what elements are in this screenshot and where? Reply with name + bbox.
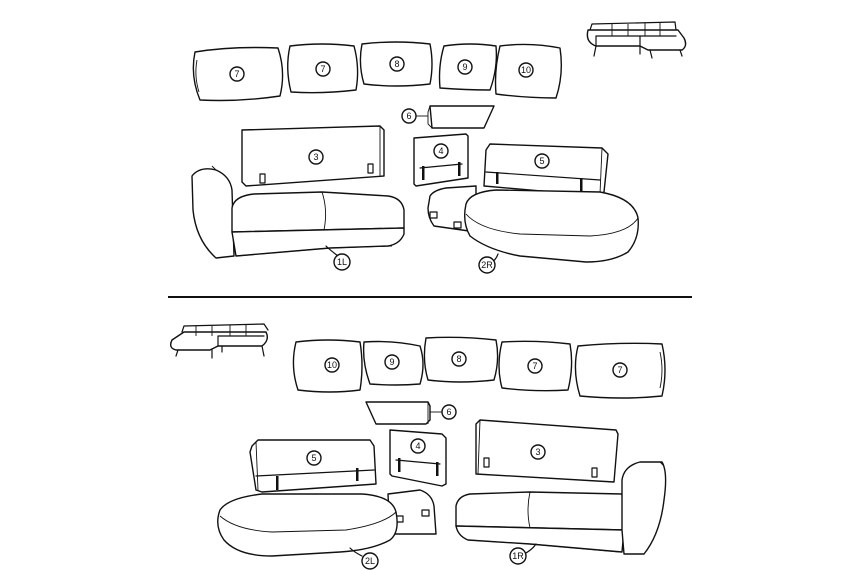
- top-cushion-7a-label: 7: [234, 69, 239, 79]
- top-back-panel-4: 4: [413, 133, 469, 187]
- bottom-configuration: 10 9 8 7 7 6: [169, 323, 667, 570]
- bottom-cushion-7a: 7: [498, 340, 573, 392]
- bottom-cushion-10-label: 10: [327, 360, 337, 370]
- bottom-arm-rest-6: 6: [365, 401, 457, 425]
- bottom-cushion-9-label: 9: [389, 357, 394, 367]
- top-cushion-8: 8: [359, 41, 433, 87]
- top-cushion-9-label: 9: [462, 62, 467, 72]
- top-thumbnail-sofa: [586, 21, 687, 59]
- top-cushion-9: 9: [438, 43, 498, 91]
- top-seat-1L-label: 1L: [337, 257, 347, 267]
- top-seat-2R-label: 2R: [481, 260, 493, 270]
- bottom-cushion-7a-label: 7: [532, 361, 537, 371]
- top-cushion-10-label: 10: [521, 65, 531, 75]
- bottom-cushion-7b: 7: [574, 342, 666, 399]
- bottom-back-panel-4-label: 4: [415, 441, 420, 451]
- bottom-cushion-9: 9: [362, 340, 424, 386]
- bottom-back-panel-3-label: 3: [535, 447, 540, 457]
- bottom-seat-2L: 2L: [217, 489, 437, 570]
- top-arm-rest-6: 6: [401, 105, 495, 129]
- top-arm-rest-6-label: 6: [406, 111, 411, 121]
- top-back-panel-4-label: 4: [438, 146, 443, 156]
- bottom-back-panel-5: 5: [249, 439, 377, 493]
- top-configuration: 7 7 8 9 10 6: [191, 21, 687, 274]
- bottom-cushion-10: 10: [292, 339, 363, 393]
- top-cushion-7a: 7: [192, 46, 284, 102]
- bottom-thumbnail-sofa: [169, 323, 269, 359]
- bottom-back-panel-4: 4: [389, 429, 447, 487]
- bottom-cushion-8-label: 8: [456, 354, 461, 364]
- bottom-back-panel-5-label: 5: [311, 453, 316, 463]
- top-seat-1L: 1L: [191, 165, 405, 271]
- top-cushion-7b: 7: [287, 43, 359, 94]
- top-cushion-7b-label: 7: [320, 64, 325, 74]
- bottom-seat-2L-label: 2L: [365, 556, 375, 566]
- bottom-arm-rest-6-label: 6: [446, 407, 451, 417]
- top-cushion-10: 10: [494, 43, 563, 99]
- bottom-cushion-7b-label: 7: [617, 365, 622, 375]
- top-back-panel-3: 3: [241, 125, 385, 187]
- bottom-seat-1R: 1R: [455, 461, 667, 565]
- top-back-panel-5-label: 5: [539, 156, 544, 166]
- top-seat-2R: 2R: [427, 185, 639, 274]
- top-cushion-8-label: 8: [394, 59, 399, 69]
- bottom-seat-1R-label: 1R: [512, 551, 524, 561]
- top-back-panel-3-label: 3: [313, 152, 318, 162]
- bottom-back-panel-3: 3: [475, 419, 619, 483]
- bottom-cushion-8: 8: [423, 336, 499, 383]
- top-back-panel-5: 5: [483, 143, 609, 197]
